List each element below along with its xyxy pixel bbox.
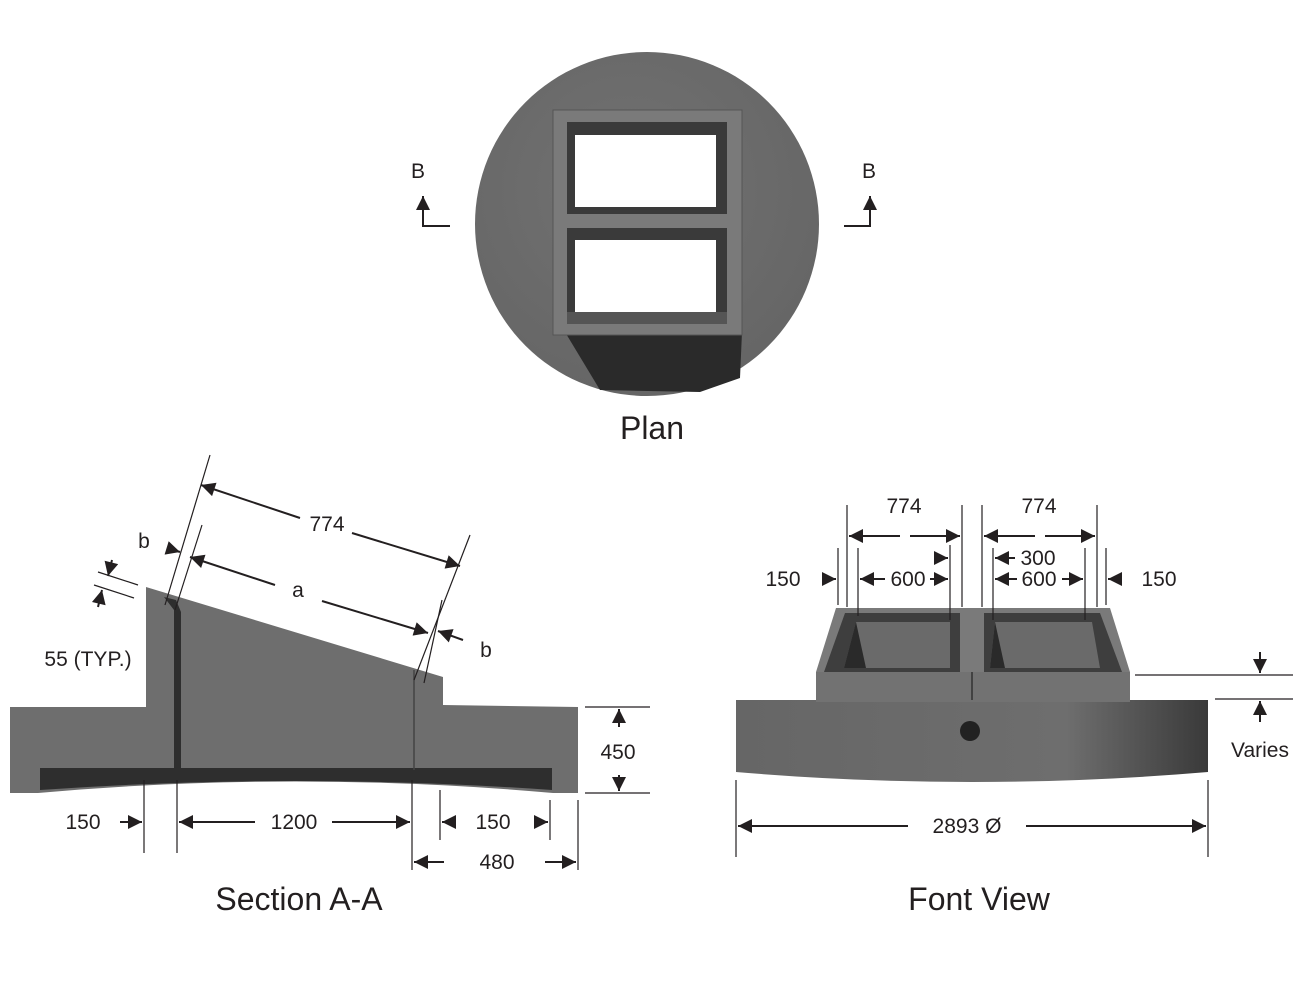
opening-bottom — [575, 240, 716, 312]
opening-top — [575, 135, 716, 207]
dim-b-right: b — [480, 639, 492, 662]
wall-joint — [164, 597, 181, 770]
section-title: Section A-A — [215, 881, 383, 917]
dim-450: 450 — [600, 741, 635, 764]
plan-view: B B Plan — [411, 52, 877, 446]
cavity — [40, 768, 552, 790]
dim-150-left: 150 — [765, 568, 800, 591]
section-marker-left: B — [411, 160, 425, 183]
section-arrow-right — [844, 196, 877, 227]
dim-150-right: 150 — [1141, 568, 1176, 591]
dim-480: 480 — [479, 851, 514, 874]
shadow — [565, 332, 742, 392]
dim-600-right: 600 — [1021, 568, 1056, 591]
dim-774: 774 — [309, 513, 344, 536]
front-view: 774 774 300 600 600 150 150 Varies 2893 … — [735, 495, 1293, 917]
section-marker-right: B — [862, 160, 876, 183]
dim-774-right: 774 — [1021, 495, 1056, 518]
pipe-hole — [960, 721, 980, 741]
section-body — [10, 587, 578, 793]
dim-diameter: 2893 Ø — [933, 815, 1002, 838]
dim-b-left: b — [138, 530, 150, 553]
dim-1200: 1200 — [271, 811, 318, 834]
section-arrow-left — [416, 196, 450, 227]
dim-150-left: 150 — [65, 811, 100, 834]
dim-300: 300 — [1020, 547, 1055, 570]
dim-varies: Varies — [1231, 739, 1289, 762]
dim-150-right: 150 — [475, 811, 510, 834]
front-view-title: Font View — [908, 881, 1051, 917]
dim-55-typ: 55 (TYP.) — [44, 648, 131, 671]
section-view: 774 a b b 55 (TYP.) 450 150 1200 — [10, 454, 650, 917]
base-ring — [736, 700, 1208, 782]
dim-774-left: 774 — [886, 495, 921, 518]
dim-600-left: 600 — [890, 568, 925, 591]
dim-a: a — [292, 579, 304, 602]
plan-title: Plan — [620, 410, 684, 446]
